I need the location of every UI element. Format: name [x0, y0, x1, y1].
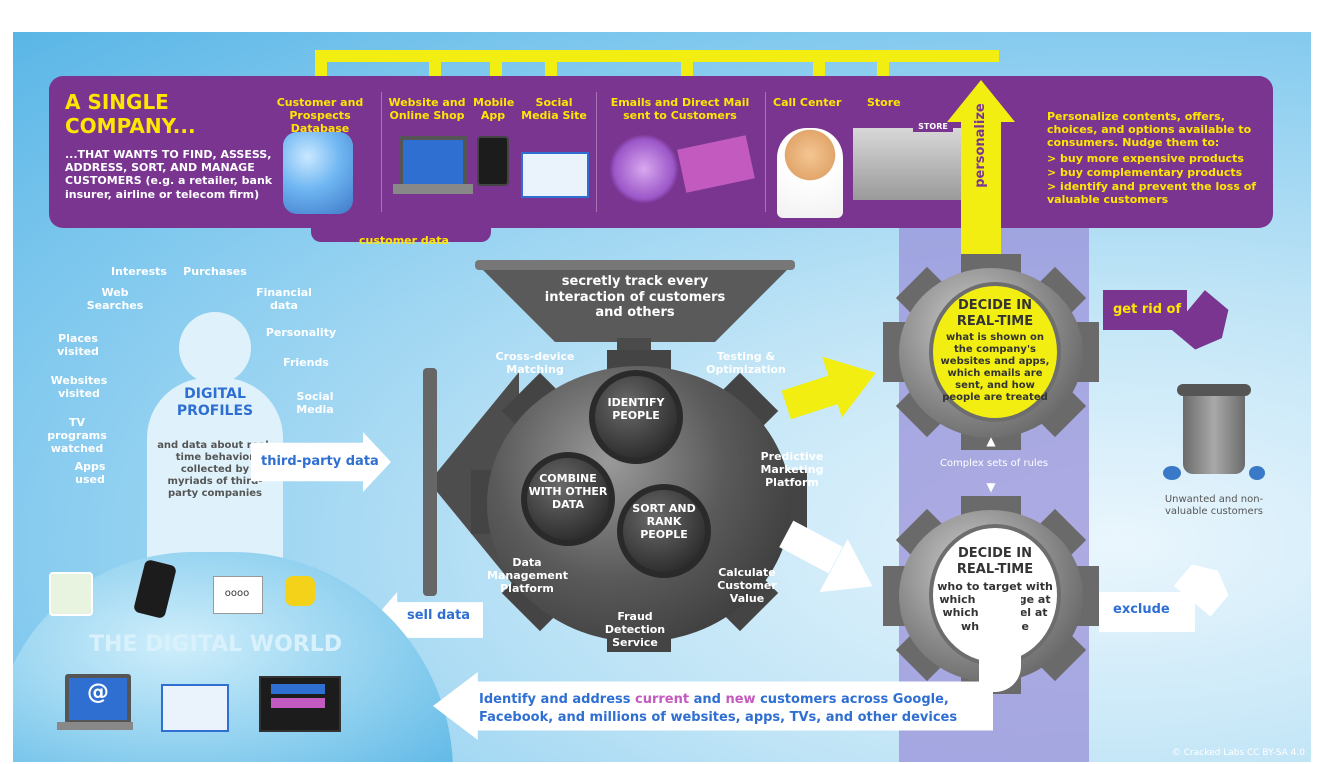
credit-text: © Cracked Labs CC BY-SA 4.0	[1171, 748, 1305, 758]
machine-label: Calculate Customer Value	[717, 566, 777, 606]
profile-title: DIGITAL PROFILES	[176, 386, 254, 419]
profile-attribute: Web Searches	[86, 286, 144, 313]
profile-attribute: Websites visited	[50, 374, 108, 401]
sell-data-label: sell data	[407, 608, 471, 623]
profile-attribute: Financial data	[256, 286, 312, 313]
store-label: Store	[867, 96, 901, 109]
get-rid-of-label: get rid of	[1113, 302, 1182, 317]
company-title: A SINGLE COMPANY...	[65, 90, 196, 138]
combine-gear-label: COMBINE WITH OTHER DATA	[528, 472, 608, 512]
database-label: Customer and Prospects Database	[276, 96, 364, 136]
laptop-icon	[399, 136, 467, 188]
trash-label: Unwanted and non-valuable customers	[1164, 494, 1264, 517]
arrow-up-icon	[947, 80, 1015, 122]
machine-label: Data Management Platform	[487, 556, 568, 596]
arrow-down-icon: ▼	[986, 480, 996, 494]
bottom-banner-arrow	[433, 672, 993, 740]
bottom-banner-line2: Facebook, and millions of websites, apps…	[479, 710, 958, 725]
profile-head-icon	[179, 312, 251, 384]
social-profile-icon	[161, 684, 229, 732]
database-icon	[283, 132, 353, 214]
arrow-right-icon	[822, 342, 886, 418]
company-subtitle: ...THAT WANTS TO FIND, ASSESS, ADDRESS, …	[65, 148, 273, 201]
profile-attribute: Purchases	[183, 265, 247, 278]
personalize-label: personalize	[973, 103, 989, 188]
infographic-canvas: A SINGLE COMPANY... ...THAT WANTS TO FIN…	[13, 32, 1311, 762]
personalize-item: > buy more expensive products	[1047, 152, 1244, 165]
feedback-connector	[315, 50, 999, 62]
exclude-label: exclude	[1113, 602, 1170, 617]
decide-top-desc: what is shown on the company's websites …	[940, 332, 1050, 403]
personalize-item: > buy complementary products	[1047, 166, 1243, 179]
machine-label: Testing & Optimization	[706, 350, 786, 377]
mobile-app-label: Mobile App	[473, 96, 515, 123]
profile-attribute: Social Media	[296, 390, 334, 417]
store-building-icon	[853, 128, 965, 200]
sort-gear	[617, 484, 711, 578]
search-window-icon	[213, 576, 263, 614]
profile-attribute: TV programs watched	[47, 416, 107, 456]
identify-gear	[589, 370, 683, 464]
profile-attribute: Personality	[265, 326, 337, 339]
call-center-label: Call Center	[773, 96, 842, 109]
identify-gear-label: IDENTIFY PEOPLE	[607, 396, 665, 423]
funnel-label: secretly track every interaction of cust…	[544, 274, 726, 321]
profile-attribute: Interests	[111, 265, 167, 278]
profile-attribute: Places visited	[57, 332, 99, 359]
mobile-phone-icon	[477, 136, 509, 186]
exclude-arrow	[1099, 592, 1195, 632]
trash-can-icon	[1183, 394, 1245, 474]
social-media-label: Social Media Site	[521, 96, 587, 123]
rules-label: Complex sets of rules	[939, 458, 1049, 469]
decide-bottom-title: DECIDE IN REAL-TIME	[956, 546, 1034, 577]
machine-label: Cross-device Matching	[495, 350, 575, 377]
bottom-banner-line1: Identify and address current and new cus…	[479, 692, 949, 707]
combine-gear	[521, 452, 615, 546]
sort-gear-label: SORT AND RANK PEOPLE	[632, 502, 696, 542]
social-profile-icon	[521, 152, 589, 198]
third-party-data-label: third-party data	[261, 454, 379, 469]
chat-bubble-icon	[285, 576, 315, 606]
website-label: Website and Online Shop	[388, 96, 466, 123]
profile-desc: and data about real-time behavior collec…	[157, 440, 273, 499]
personalize-item: > identify and prevent the loss of valua…	[1047, 180, 1257, 207]
email-broadcast-icon	[609, 134, 679, 204]
emails-label: Emails and Direct Mail sent to Customers	[610, 96, 750, 123]
arrow-up-icon: ▲	[986, 434, 996, 448]
call-center-agent-icon	[777, 128, 843, 218]
customer-data-label: customer data	[359, 234, 449, 247]
map-app-icon	[49, 572, 93, 616]
machine-label: Fraud Detection Service	[604, 610, 666, 650]
personalize-arrow	[961, 120, 1001, 272]
personalize-intro: Personalize contents, offers, choices, a…	[1047, 110, 1252, 150]
profile-attribute: Apps used	[74, 460, 106, 487]
tracking-funnel	[475, 262, 795, 342]
machine-label: Predictive Marketing Platform	[760, 450, 824, 490]
digital-world-title: THE DIGITAL WORLD	[89, 632, 342, 657]
profile-attribute: Friends	[283, 356, 329, 369]
get-rid-of-arrow	[1103, 290, 1187, 330]
decide-top-title: DECIDE IN REAL-TIME	[956, 298, 1034, 329]
